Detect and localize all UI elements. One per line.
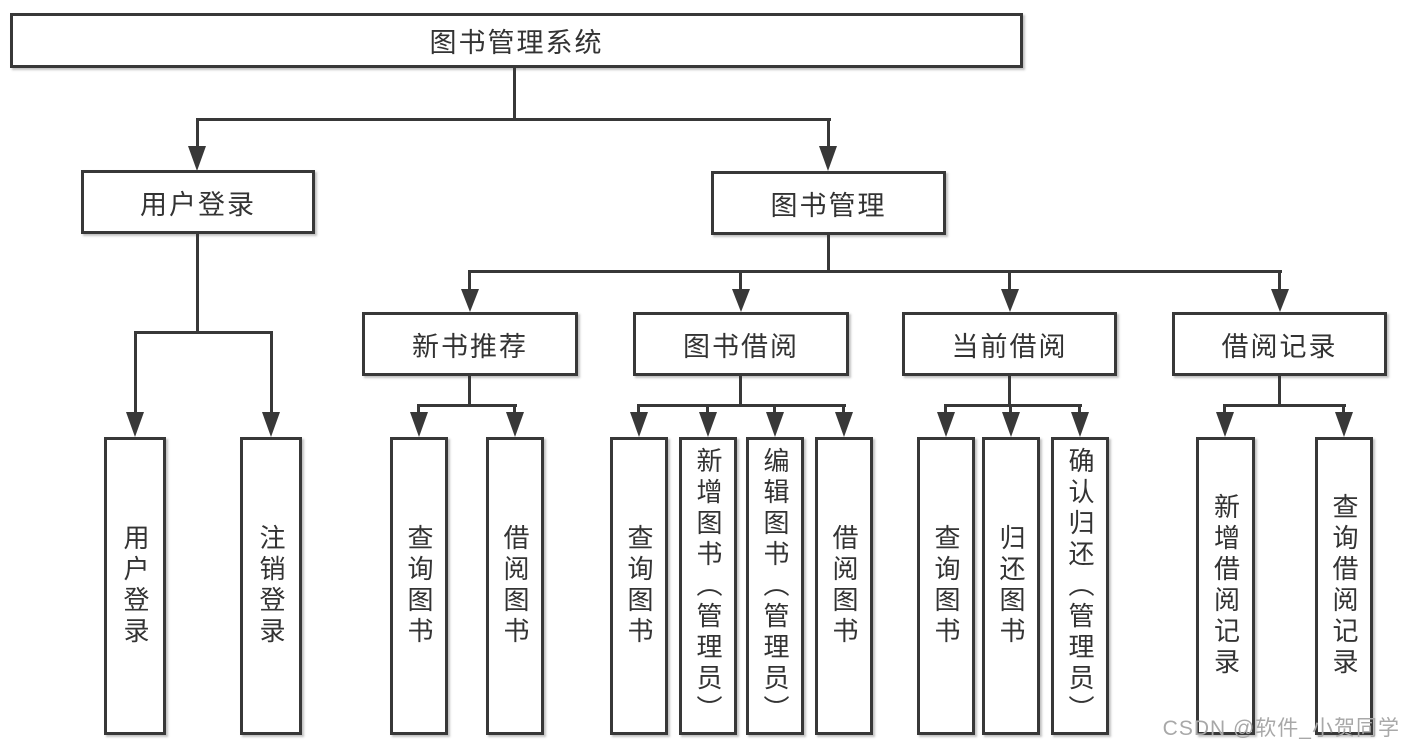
node-user-login: 用户登录 <box>81 170 315 234</box>
arrowhead-icon <box>835 412 853 437</box>
arrowhead-icon <box>699 412 717 437</box>
connector-line <box>1278 270 1281 290</box>
arrowhead-icon <box>1216 412 1234 437</box>
leaf-label: 注销登录 <box>256 524 286 648</box>
leaf-label: 查询借阅记录 <box>1329 493 1359 679</box>
connector-line <box>706 404 709 413</box>
leaf-edit-books-admin: 编辑图书（管理员） <box>746 437 804 735</box>
connector-line <box>1009 404 1012 413</box>
node-current-borrow: 当前借阅 <box>902 312 1117 376</box>
leaf-label: 借阅图书 <box>500 524 530 648</box>
connector-line <box>945 404 1082 407</box>
connector-line <box>1224 404 1346 407</box>
leaf-return-books: 归还图书 <box>982 437 1040 735</box>
leaf-label: 查询图书 <box>931 524 961 648</box>
arrowhead-icon <box>188 146 206 171</box>
connector-line <box>196 118 199 148</box>
connector-line <box>1008 270 1011 290</box>
arrowhead-icon <box>126 412 144 437</box>
node-book-mgmt-label: 图书管理 <box>770 190 887 221</box>
leaf-query-borrow-record: 查询借阅记录 <box>1315 437 1373 735</box>
arrowhead-icon <box>937 412 955 437</box>
connector-line <box>270 331 273 412</box>
arrowhead-icon <box>819 146 837 171</box>
leaf-add-books-admin: 新增图书（管理员） <box>679 437 737 735</box>
leaf-query-books-current: 查询图书 <box>917 437 975 735</box>
node-root-label: 图书管理系统 <box>429 28 604 58</box>
arrowhead-icon <box>1271 289 1289 312</box>
connector-line <box>196 118 831 121</box>
leaf-label: 编辑图书（管理员） <box>760 446 790 726</box>
arrowhead-icon <box>410 412 428 437</box>
arrowhead-icon <box>766 412 784 437</box>
arrowhead-icon <box>1071 412 1089 437</box>
arrowhead-icon <box>461 289 479 312</box>
leaf-add-borrow-record: 新增借阅记录 <box>1196 437 1255 735</box>
leaf-confirm-return-admin: 确认归还（管理员） <box>1051 437 1109 735</box>
connector-line <box>1278 376 1281 407</box>
leaf-borrow-books: 借阅图书 <box>815 437 873 735</box>
connector-line <box>417 404 420 413</box>
connector-line <box>638 404 846 407</box>
connector-line <box>468 270 471 290</box>
connector-line <box>1008 376 1011 407</box>
leaf-label: 归还图书 <box>996 524 1026 648</box>
arrowhead-icon <box>1002 412 1020 437</box>
connector-line <box>739 376 742 407</box>
leaf-label: 查询图书 <box>404 524 434 648</box>
arrowhead-icon <box>1335 412 1353 437</box>
leaf-label: 确认归还（管理员） <box>1065 446 1095 726</box>
connector-line <box>513 404 516 413</box>
connector-line <box>468 376 471 407</box>
connector-line <box>827 235 830 273</box>
arrowhead-icon <box>732 289 750 312</box>
arrowhead-icon <box>506 412 524 437</box>
leaf-label: 借阅图书 <box>829 524 859 648</box>
leaf-label: 用户登录 <box>120 524 150 648</box>
connector-line <box>1078 404 1081 413</box>
connector-line <box>739 270 742 290</box>
connector-line <box>1342 404 1345 413</box>
arrowhead-icon <box>1001 289 1019 312</box>
connector-line <box>196 233 199 334</box>
connector-line <box>134 331 137 412</box>
leaf-user-login: 用户登录 <box>104 437 166 735</box>
connector-line <box>773 404 776 413</box>
leaf-label: 查询图书 <box>624 524 654 648</box>
arrowhead-icon <box>262 412 280 437</box>
connector-line <box>637 404 640 413</box>
leaf-query-books-borrow: 查询图书 <box>610 437 668 735</box>
node-new-books-label: 新书推荐 <box>412 331 528 362</box>
arrowhead-icon <box>630 412 648 437</box>
node-new-books: 新书推荐 <box>362 312 578 376</box>
connector-line <box>134 331 273 334</box>
leaf-query-books-newbooks: 查询图书 <box>390 437 448 735</box>
node-root: 图书管理系统 <box>10 13 1023 68</box>
node-borrow-records: 借阅记录 <box>1172 312 1387 376</box>
leaf-label: 新增图书（管理员） <box>693 446 723 726</box>
node-borrow-records-label: 借阅记录 <box>1221 331 1338 362</box>
connector-line <box>418 404 517 407</box>
node-book-borrow: 图书借阅 <box>633 312 849 376</box>
leaf-label: 新增借阅记录 <box>1210 493 1241 679</box>
node-book-borrow-label: 图书借阅 <box>683 331 799 362</box>
connector-line <box>827 118 830 148</box>
connector-line <box>944 404 947 413</box>
connector-line <box>513 68 516 120</box>
watermark: CSDN @软件_小贺同学 <box>1162 717 1400 740</box>
connector-line <box>842 404 845 413</box>
node-user-login-label: 用户登录 <box>140 189 256 220</box>
node-book-mgmt: 图书管理 <box>711 171 946 235</box>
connector-line <box>468 270 1282 273</box>
connector-line <box>1223 404 1226 413</box>
node-current-borrow-label: 当前借阅 <box>951 331 1068 362</box>
leaf-logout: 注销登录 <box>240 437 302 735</box>
leaf-borrow-books-newbooks: 借阅图书 <box>486 437 544 735</box>
